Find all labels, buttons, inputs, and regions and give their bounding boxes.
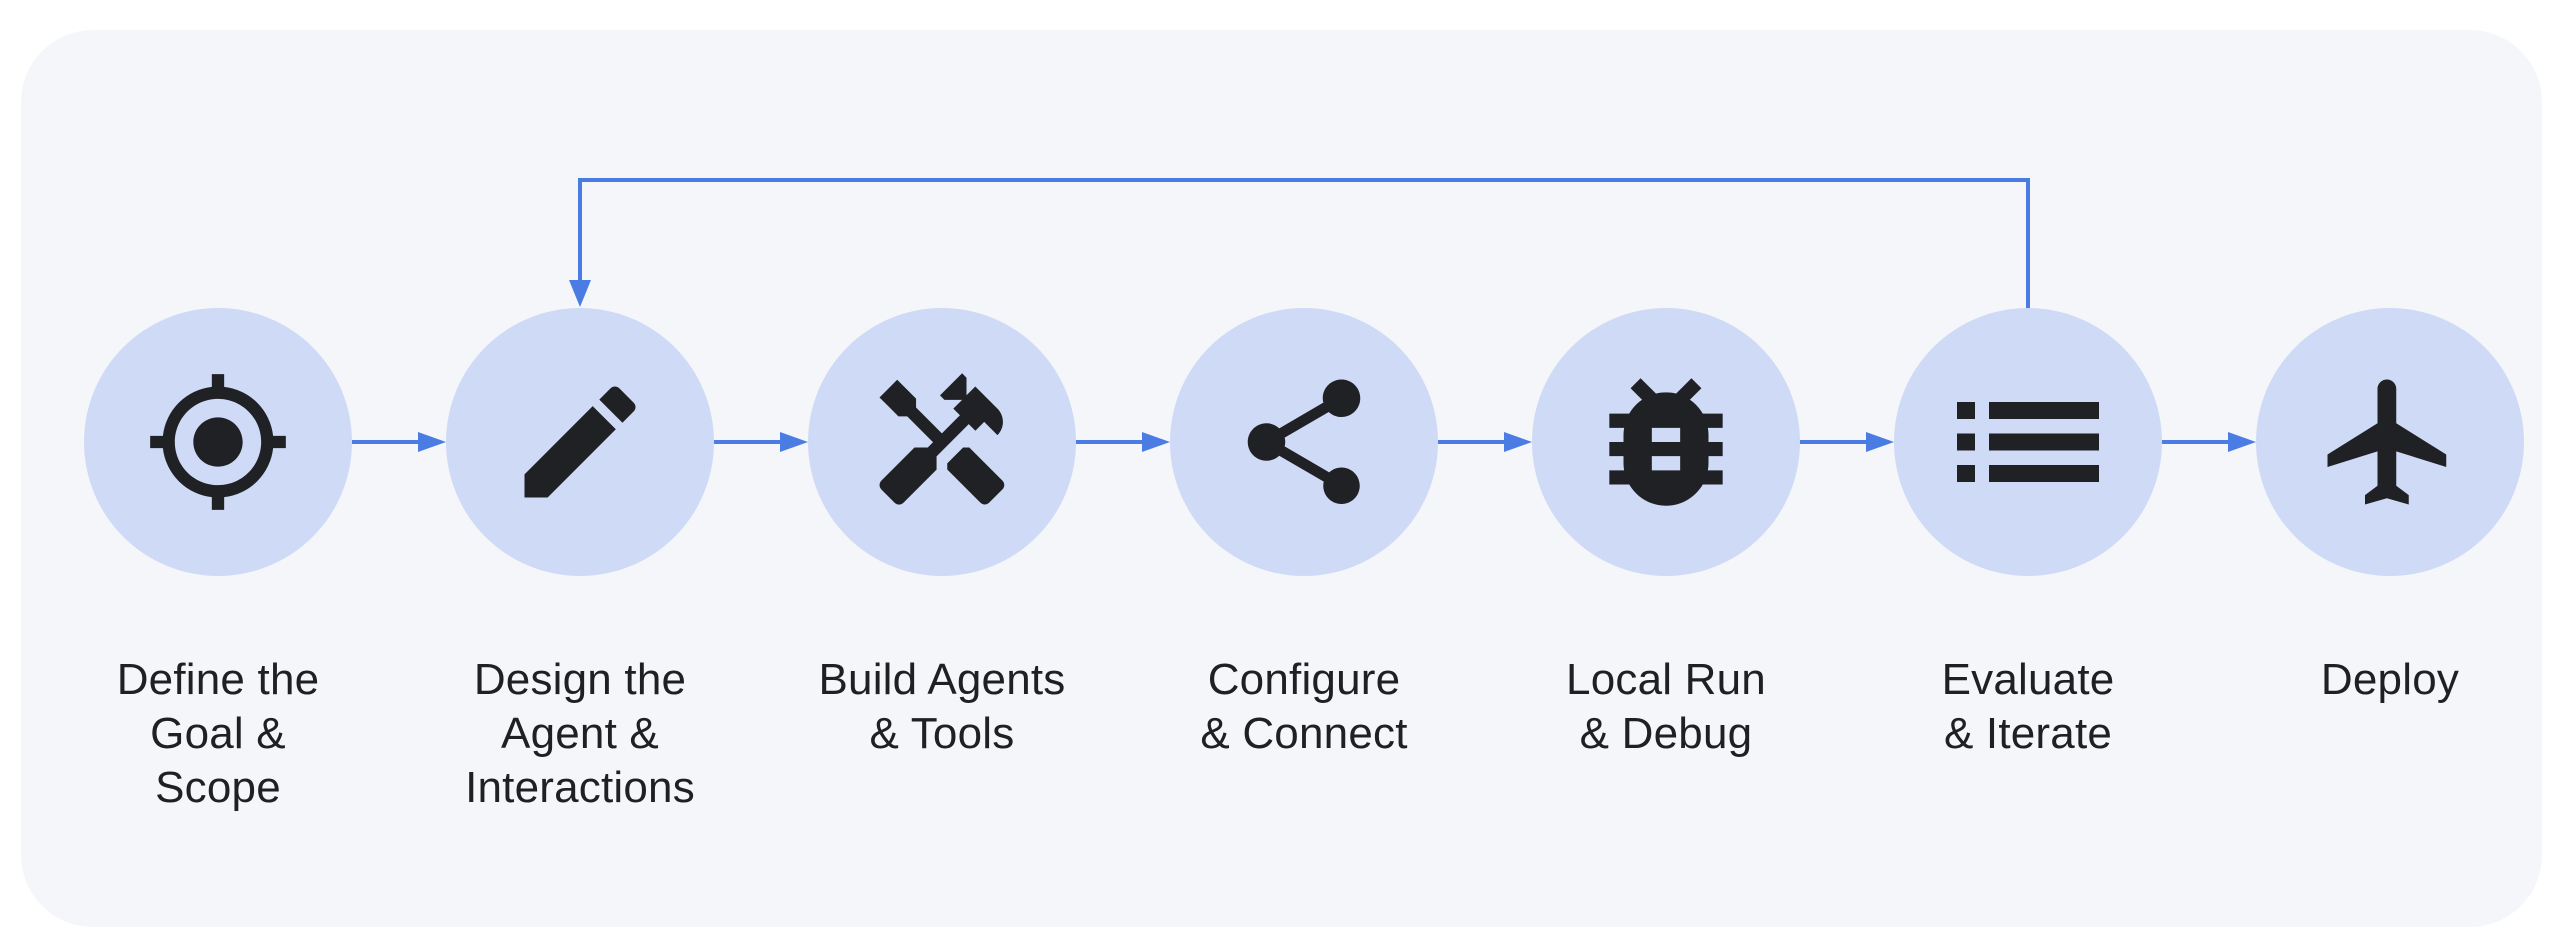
step-circle xyxy=(1894,308,2162,576)
arrow-line xyxy=(1076,440,1148,444)
step-circle xyxy=(446,308,714,576)
flow-arrow-6 xyxy=(2162,432,2256,452)
feedback-loop-line-horizontal xyxy=(578,178,2030,182)
step-label: Local Run & Debug xyxy=(1566,655,1766,758)
arrowhead-icon xyxy=(1142,432,1170,452)
step-node-local-run-debug: Local Run & Debug xyxy=(1516,308,1816,761)
flow-arrow-2 xyxy=(714,432,808,452)
bug-icon xyxy=(1609,378,1723,506)
feedback-loop-line-down xyxy=(578,178,582,282)
arrowhead-icon xyxy=(418,432,446,452)
feedback-loop-arrowhead-icon xyxy=(569,280,591,307)
arrowhead-icon xyxy=(1866,432,1894,452)
pencil-icon xyxy=(524,386,636,498)
step-label: Build Agents & Tools xyxy=(818,655,1066,758)
step-label: Design the Agent & Interactions xyxy=(465,655,695,812)
arrow-line xyxy=(1800,440,1872,444)
step-node-deploy: Deploy xyxy=(2240,308,2540,707)
share-icon xyxy=(1247,379,1361,504)
step-node-build-agents: Build Agents & Tools xyxy=(792,308,1092,761)
arrowhead-icon xyxy=(1504,432,1532,452)
arrowhead-icon xyxy=(780,432,808,452)
step-circle xyxy=(1532,308,1800,576)
arrow-line xyxy=(714,440,786,444)
step-node-configure-connect: Configure & Connect xyxy=(1154,308,1454,761)
step-label: Configure & Connect xyxy=(1200,655,1408,758)
step-node-evaluate-iterate: Evaluate & Iterate xyxy=(1878,308,2178,761)
flow-arrow-5 xyxy=(1800,432,1894,452)
step-circle xyxy=(1170,308,1438,576)
list-icon xyxy=(1957,402,2099,482)
arrow-line xyxy=(352,440,424,444)
arrowhead-icon xyxy=(2228,432,2256,452)
arrow-line xyxy=(2162,440,2234,444)
flow-card: Define the Goal & Scope Design the Agent… xyxy=(21,30,2542,927)
step-label: Define the Goal & Scope xyxy=(116,655,320,812)
step-node-define-goal: Define the Goal & Scope xyxy=(68,308,368,815)
step-circle xyxy=(808,308,1076,576)
step-circle xyxy=(84,308,352,576)
step-label: Deploy xyxy=(2320,655,2460,704)
step-node-design-agent: Design the Agent & Interactions xyxy=(430,308,730,815)
feedback-loop-line-up xyxy=(2026,178,2030,309)
airplane-icon xyxy=(2327,379,2447,505)
step-circle xyxy=(2256,308,2524,576)
flow-arrow-3 xyxy=(1076,432,1170,452)
flow-arrow-1 xyxy=(352,432,446,452)
flow-arrow-4 xyxy=(1438,432,1532,452)
step-label: Evaluate & Iterate xyxy=(1941,655,2115,758)
arrow-line xyxy=(1438,440,1510,444)
target-icon xyxy=(150,374,286,510)
hammer-wrench-icon xyxy=(879,373,1005,505)
